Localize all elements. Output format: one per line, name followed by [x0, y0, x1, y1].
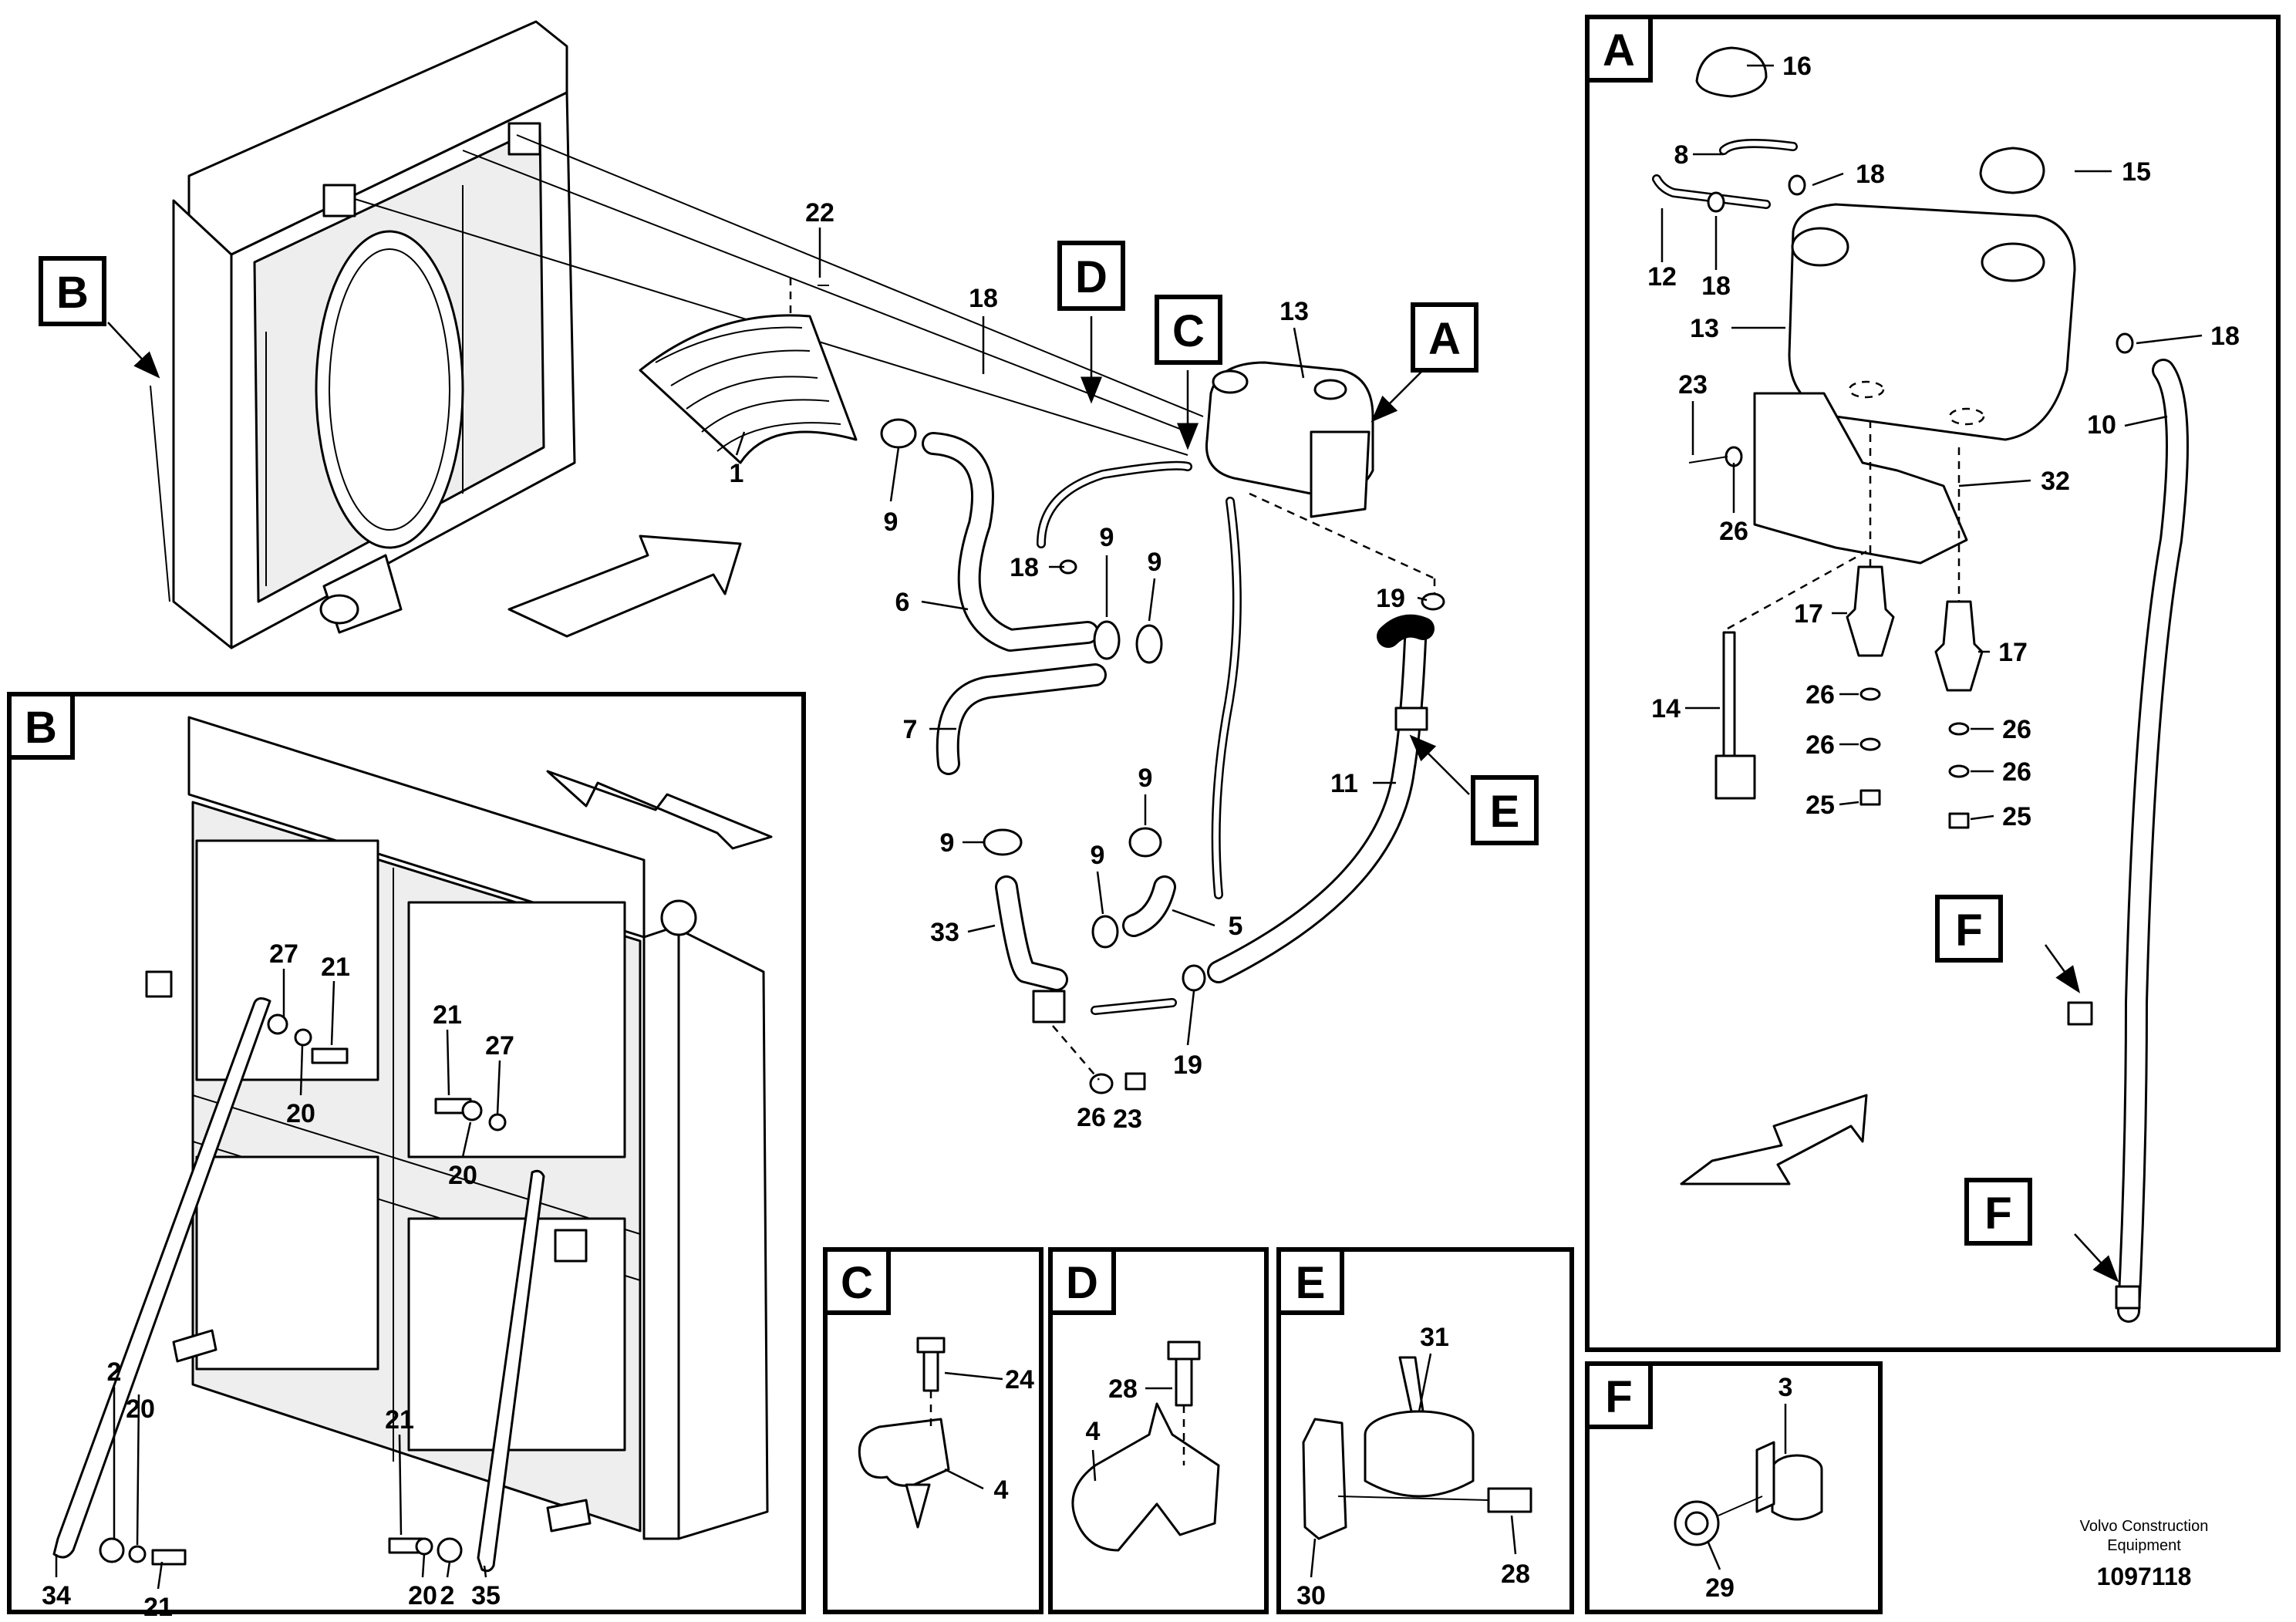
b-callout-21: 21: [321, 953, 350, 982]
callout-18: 18: [1010, 553, 1039, 582]
callout-22: 22: [805, 198, 834, 228]
a-callout-14: 14: [1651, 694, 1681, 723]
d-callout-28: 28: [1108, 1374, 1138, 1404]
callout-23: 23: [1113, 1104, 1142, 1134]
a-callout-18: 18: [2210, 322, 2240, 351]
detail-a-label: A: [1603, 25, 1635, 76]
a-callout-17: 17: [1794, 599, 1823, 629]
b-callout-35: 35: [471, 1581, 501, 1610]
a-callout-26: 26: [2002, 715, 2031, 744]
a-callout-25: 25: [1805, 791, 1835, 820]
a-callout-18: 18: [1856, 160, 1885, 189]
a-callout-26: 26: [1805, 680, 1835, 710]
a-callout-8: 8: [1674, 140, 1689, 170]
b-callout-20: 20: [286, 1099, 315, 1128]
b-callout-2: 2: [440, 1581, 455, 1610]
a-callout-25: 25: [2002, 802, 2031, 831]
a-callout-26: 26: [1719, 517, 1748, 546]
flow-arrow-b: [546, 770, 773, 850]
detail-view-e: E 31 30 28: [1276, 1247, 1574, 1614]
callout-9: 9: [1148, 548, 1162, 577]
b-callout-2: 2: [107, 1357, 122, 1387]
callout-19: 19: [1376, 584, 1405, 613]
detail-ref-e-main: E: [1490, 787, 1520, 837]
f-callout-29: 29: [1705, 1573, 1735, 1603]
a-callout-23: 23: [1678, 370, 1708, 400]
b-callout-21: 21: [143, 1593, 173, 1622]
b-callout-20: 20: [408, 1581, 437, 1610]
detail-b-label: B: [25, 703, 57, 753]
a-callout-32: 32: [2041, 467, 2070, 496]
callout-5: 5: [1229, 912, 1243, 941]
callout-11: 11: [1330, 769, 1358, 798]
c-callout-24: 24: [1005, 1365, 1034, 1394]
callout-9: 9: [884, 508, 899, 537]
detail-view-d: D 28 4: [1048, 1247, 1269, 1614]
a-callout-10: 10: [2087, 410, 2116, 440]
callout-9: 9: [940, 828, 955, 858]
detail-d-label: D: [1066, 1258, 1098, 1308]
callout-6: 6: [895, 588, 910, 617]
air-guide: [639, 314, 858, 464]
callout-9: 9: [1138, 764, 1153, 793]
a-callout-13: 13: [1690, 314, 1719, 343]
document-number: 1097118: [2097, 1563, 2192, 1590]
a-callout-26: 26: [1805, 730, 1835, 760]
b-callout-20: 20: [448, 1161, 477, 1190]
detail-view-b: B: [7, 692, 806, 1622]
e-callout-30: 30: [1296, 1581, 1326, 1610]
radiator-assembly: [150, 20, 576, 649]
detail-view-c: C 24 4: [823, 1247, 1043, 1614]
flow-arrow: [507, 534, 742, 638]
detail-ref-f-b: F: [1984, 1189, 2011, 1239]
callout-13: 13: [1279, 297, 1309, 326]
a-callout-26: 26: [2002, 757, 2031, 787]
b-callout-27: 27: [485, 1031, 514, 1061]
callout-33: 33: [930, 918, 959, 947]
detail-c-label: C: [841, 1258, 873, 1308]
c-callout-4: 4: [994, 1475, 1009, 1505]
flow-arrow-a: [1680, 1094, 1868, 1185]
detail-e-label: E: [1296, 1258, 1326, 1308]
callout-18: 18: [969, 284, 998, 313]
detail-ref-a-main: A: [1428, 314, 1461, 364]
expansion-tank: [1205, 361, 1374, 518]
detail-ref-b-main: B: [56, 268, 89, 318]
callout-9: 9: [1091, 841, 1105, 870]
callout-19: 19: [1173, 1050, 1202, 1080]
detail-view-f: F 3 29: [1585, 1361, 1883, 1614]
detail-ref-c-main: C: [1172, 306, 1205, 356]
f-callout-3: 3: [1778, 1373, 1793, 1402]
b-callout-34: 34: [42, 1581, 71, 1610]
brand-line-2: Equipment: [2107, 1537, 2181, 1554]
callout-7: 7: [903, 715, 918, 744]
detail-ref-f-a: F: [1955, 905, 1982, 956]
b-callout-21: 21: [385, 1405, 414, 1435]
brand-line-1: Volvo Construction: [2080, 1518, 2209, 1535]
e-callout-28: 28: [1501, 1560, 1530, 1589]
a-callout-15: 15: [2122, 157, 2151, 187]
a-callout-16: 16: [1782, 52, 1812, 81]
callout-1: 1: [730, 459, 744, 488]
d-callout-4: 4: [1086, 1417, 1101, 1446]
callout-9: 9: [1100, 523, 1114, 552]
e-callout-31: 31: [1420, 1323, 1449, 1352]
detail-f-label: F: [1605, 1372, 1632, 1422]
b-callout-21: 21: [433, 1000, 462, 1030]
a-callout-18: 18: [1701, 271, 1731, 301]
main-view: A C D E B 1 22 9 18 13 6 18 9: [39, 20, 1539, 1134]
a-callout-12: 12: [1647, 262, 1677, 292]
detail-view-a: A: [1585, 15, 2281, 1352]
a-callout-17: 17: [1998, 638, 2028, 667]
callout-26: 26: [1077, 1103, 1106, 1132]
b-callout-27: 27: [269, 939, 298, 969]
detail-ref-d-main: D: [1075, 252, 1108, 302]
b-callout-20: 20: [126, 1394, 155, 1424]
